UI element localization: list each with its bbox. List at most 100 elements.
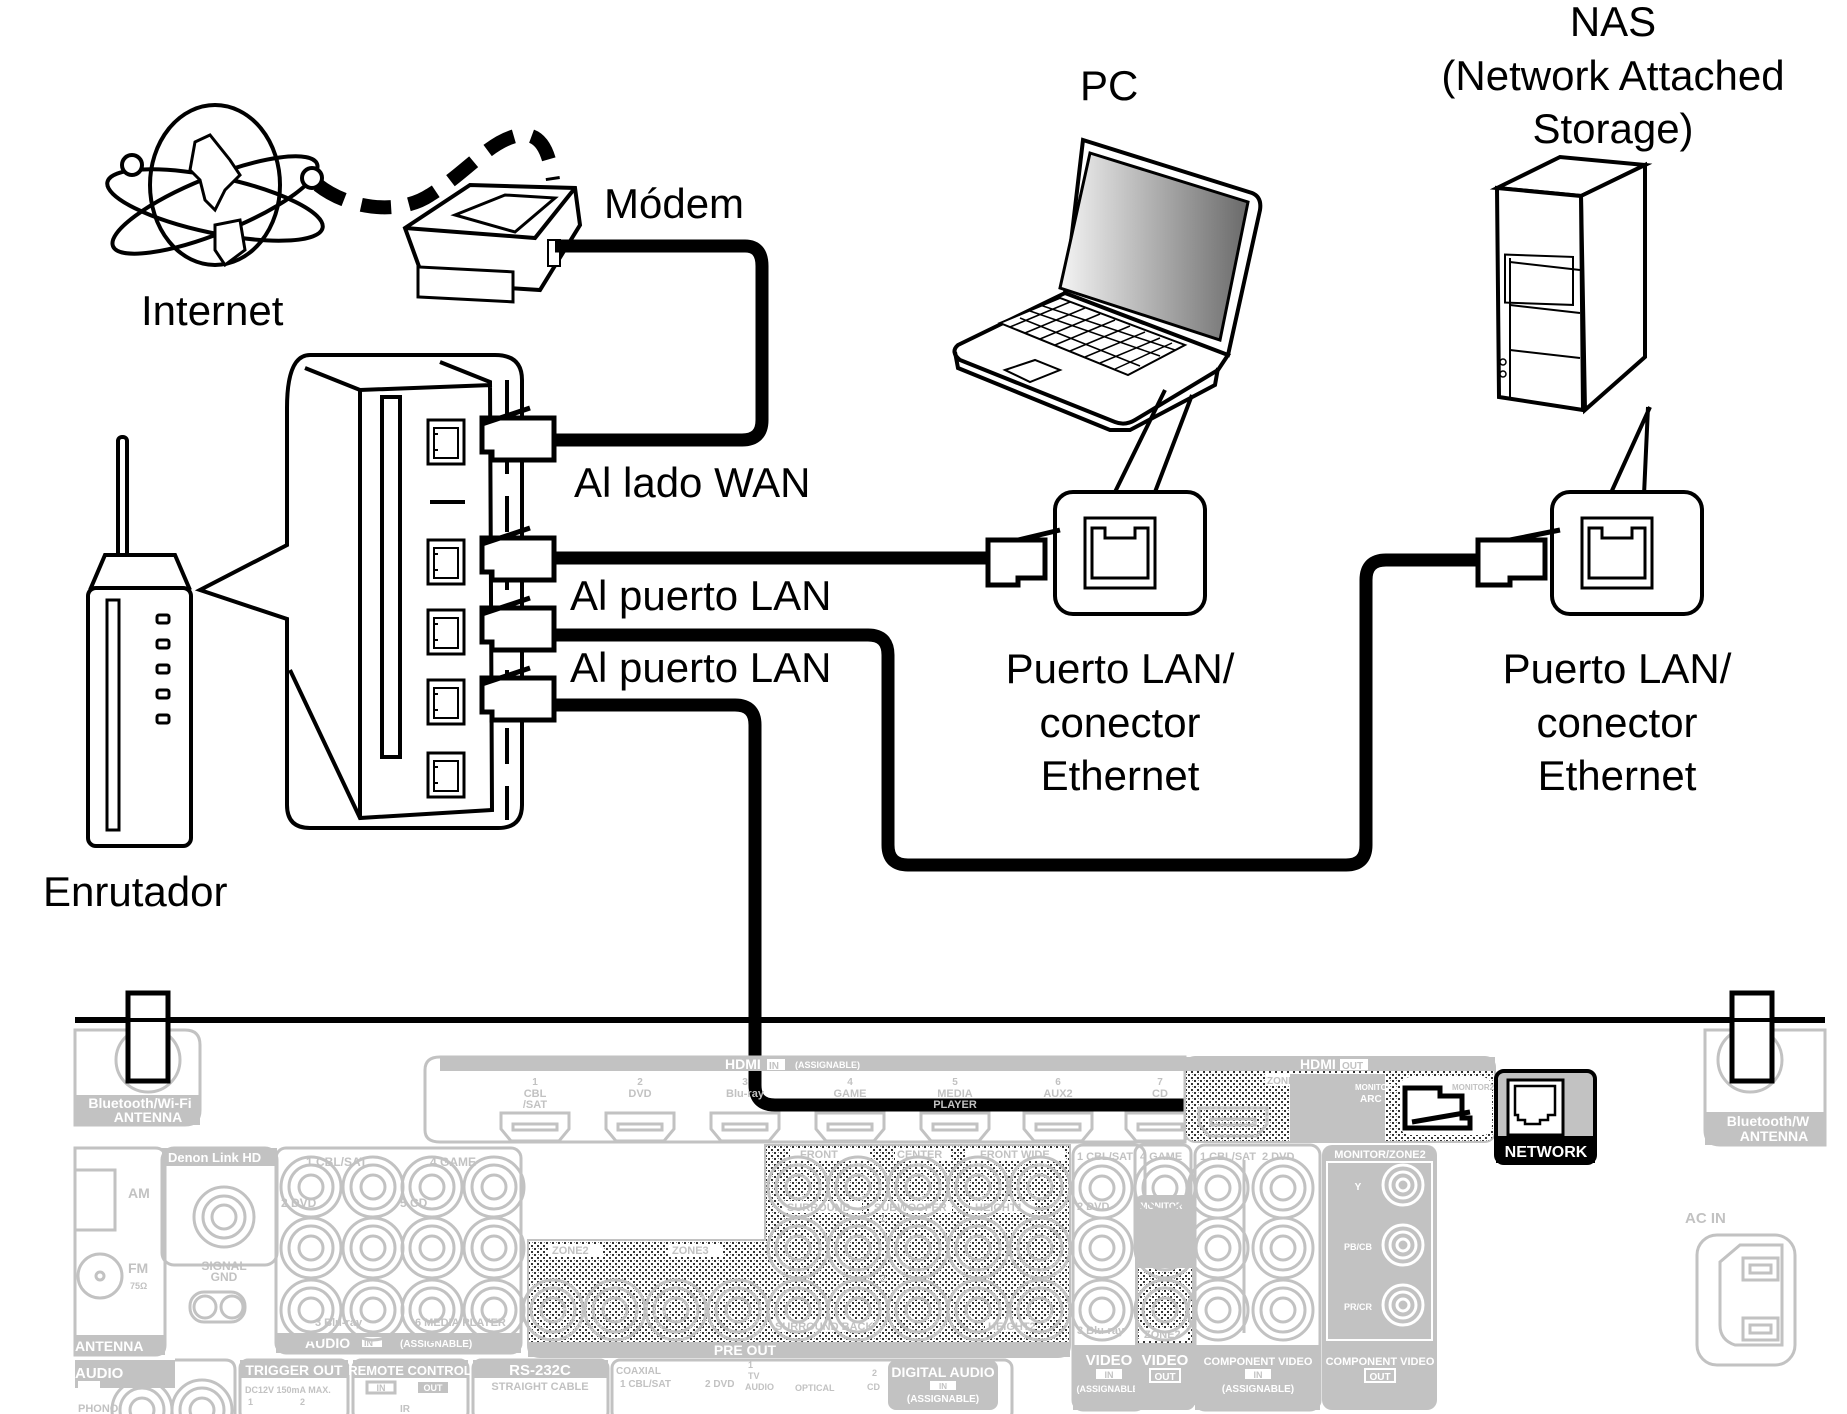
svg-text:AUDIO: AUDIO xyxy=(745,1382,774,1392)
svg-text:IN: IN xyxy=(939,1382,947,1391)
hdmi-in-section: HDMI IN (ASSIGNABLE) 1CBL/SAT2DVD3Blu-ra… xyxy=(423,1055,1196,1144)
hdmi-in-name2: PLAYER xyxy=(933,1099,977,1111)
svg-text:PB/CB: PB/CB xyxy=(1344,1242,1373,1252)
internet-globe-icon xyxy=(105,103,325,268)
comp-out-jack xyxy=(1381,1223,1425,1267)
hdmi-connector-icon xyxy=(814,1111,886,1143)
svg-text:OPTICAL: OPTICAL xyxy=(795,1383,835,1393)
remote-control-section: REMOTE CONTROL IN OUT IR xyxy=(348,1358,472,1414)
component-video-out-section: MONITOR/ZONE2 Y PB/CB PR/CR COMPONENT VI… xyxy=(1322,1145,1437,1410)
nas-port-label-line1: Puerto LAN/ xyxy=(1503,645,1732,692)
internet-label: Internet xyxy=(141,287,284,334)
svg-text:DC12V 150mA MAX.: DC12V 150mA MAX. xyxy=(245,1385,331,1395)
audio-in-jack xyxy=(400,1155,464,1219)
bt-antenna-right: Bluetooth/W ANTENNA xyxy=(1703,990,1827,1147)
video-out-section: 4 GAME MONITOR ZONE2 VIDEO OUT xyxy=(1133,1143,1195,1410)
audio-in-jack xyxy=(341,1216,405,1280)
svg-text:IN: IN xyxy=(377,1383,386,1393)
pre-out-section: PRE OUT ZONE2 ZONE3 FRONT CENTER FRONT W… xyxy=(521,1144,1072,1358)
svg-text:ZONE2: ZONE2 xyxy=(1267,1076,1301,1087)
hdmi-in-name: AUX2 xyxy=(1043,1088,1072,1100)
svg-text:VIDEO: VIDEO xyxy=(1086,1352,1133,1369)
svg-text:Y: Y xyxy=(1355,1182,1362,1193)
cable-router-to-nas xyxy=(555,553,1490,872)
video-jack xyxy=(1251,1278,1315,1342)
video-jack xyxy=(1251,1216,1315,1280)
svg-text:2: 2 xyxy=(300,1397,305,1407)
svg-text:(ASSIGNABLE): (ASSIGNABLE) xyxy=(400,1339,472,1350)
svg-text:SIGNAL: SIGNAL xyxy=(201,1259,246,1273)
router-lan-port-3-icon xyxy=(426,678,466,726)
trigger-out-section: TRIGGER OUT DC12V 150mA MAX. 1 2 xyxy=(238,1358,350,1414)
svg-text:IN: IN xyxy=(769,1061,779,1072)
svg-text:ZONE3: ZONE3 xyxy=(672,1245,709,1257)
audio-in-jack xyxy=(341,1278,405,1342)
nas-port-label-line2: conector xyxy=(1536,699,1697,746)
nas-callout-pointer xyxy=(1608,406,1652,496)
router-lan-port-4-icon xyxy=(426,751,466,799)
video-jack xyxy=(1186,1156,1250,1220)
component-video-in-section: 1 CBL/SAT 2 DVD COMPONENT VIDEO IN (ASSI… xyxy=(1193,1143,1322,1412)
wan-plug-icon xyxy=(482,408,554,460)
comp-out-jack xyxy=(1381,1283,1425,1327)
rs232c-section: RS-232C STRAIGHT CABLE xyxy=(471,1358,610,1414)
video-jack xyxy=(1251,1156,1315,1220)
pc-port-label-line3: Ethernet xyxy=(1041,752,1200,799)
pc-port-label-line2: conector xyxy=(1039,699,1200,746)
network-port[interactable]: NETWORK xyxy=(1494,1069,1597,1165)
hdmi-in-name: MEDIA xyxy=(937,1088,973,1100)
svg-text:COMPONENT VIDEO: COMPONENT VIDEO xyxy=(1326,1356,1435,1368)
svg-text:(ASSIGNABLE): (ASSIGNABLE) xyxy=(795,1060,860,1070)
nas-server-icon xyxy=(1489,154,1653,415)
lan-port-label-1: Al puerto LAN xyxy=(570,572,831,619)
denon-link-hd-section: Denon Link HD SIGNAL GND xyxy=(160,1146,279,1324)
svg-text:OUT: OUT xyxy=(1342,1061,1363,1072)
receiver-plug-icon xyxy=(1402,1085,1473,1131)
hdmi-in-number: 5 xyxy=(952,1077,958,1088)
hdmi-in-name: GAME xyxy=(834,1088,867,1100)
svg-text:1 CBL/SAT: 1 CBL/SAT xyxy=(1200,1151,1256,1163)
svg-text:RS-232C: RS-232C xyxy=(509,1362,571,1379)
pc-plug-icon xyxy=(985,527,1061,588)
wireless-link-dashed xyxy=(313,127,560,215)
hdmi-in-name: DVD xyxy=(628,1088,651,1100)
lan-port-label-2: Al puerto LAN xyxy=(570,644,831,691)
router-lan-port-1-icon xyxy=(426,538,466,586)
audio-in-jack xyxy=(279,1216,343,1280)
lan-plug-1-icon xyxy=(482,528,554,580)
hdmi-in-port: 7CD xyxy=(1124,1077,1196,1143)
svg-text:IN: IN xyxy=(1105,1370,1114,1380)
svg-text:(ASSIGNABLE): (ASSIGNABLE) xyxy=(907,1394,979,1405)
ac-in-section: AC IN xyxy=(1685,1210,1797,1367)
audio-in-jack xyxy=(400,1278,464,1342)
nas-label-line3: Storage) xyxy=(1532,105,1693,152)
phono-jack xyxy=(170,1378,234,1414)
video-jack xyxy=(1070,1156,1134,1220)
hdmi-in-name: Blu-ray xyxy=(726,1088,765,1100)
hdmi-connector-icon xyxy=(919,1111,991,1143)
svg-text:GND: GND xyxy=(211,1270,238,1284)
audio-in-section: AUDIO IN (ASSIGNABLE) 1 CBL/SAT 4 GAME 2… xyxy=(274,1146,526,1355)
video-jack xyxy=(1186,1278,1250,1342)
svg-text:ANTENNA: ANTENNA xyxy=(114,1109,182,1125)
svg-text:AC IN: AC IN xyxy=(1685,1210,1726,1227)
hdmi-in-name: CBL xyxy=(524,1088,547,1100)
router-wan-port-icon xyxy=(426,418,466,466)
pc-label: PC xyxy=(1080,62,1138,109)
router-ports-callout xyxy=(194,353,524,830)
receiver-rear-panel: Bluetooth/Wi-Fi ANTENNA Bluetooth/W ANTE… xyxy=(73,990,1827,1414)
audio-in-jack xyxy=(341,1155,405,1219)
svg-text:MONITOR/ZONE2: MONITOR/ZONE2 xyxy=(1334,1149,1425,1161)
hdmi-in-number: 3 xyxy=(742,1077,748,1088)
svg-text:CD: CD xyxy=(867,1382,880,1392)
network-port-label: NETWORK xyxy=(1505,1144,1588,1161)
nas-plug-icon xyxy=(1475,527,1561,588)
digital-audio-section: COAXIAL 1 CBL/SAT 2 DVD 1 TV AUDIO OPTIC… xyxy=(610,1358,1014,1414)
hdmi-connector-icon xyxy=(1022,1111,1094,1143)
svg-text:OUT: OUT xyxy=(1369,1372,1390,1383)
modem-label: Módem xyxy=(604,180,744,227)
svg-text:1 CBL/SAT: 1 CBL/SAT xyxy=(620,1379,671,1390)
pc-callout-pointer xyxy=(1113,389,1194,493)
